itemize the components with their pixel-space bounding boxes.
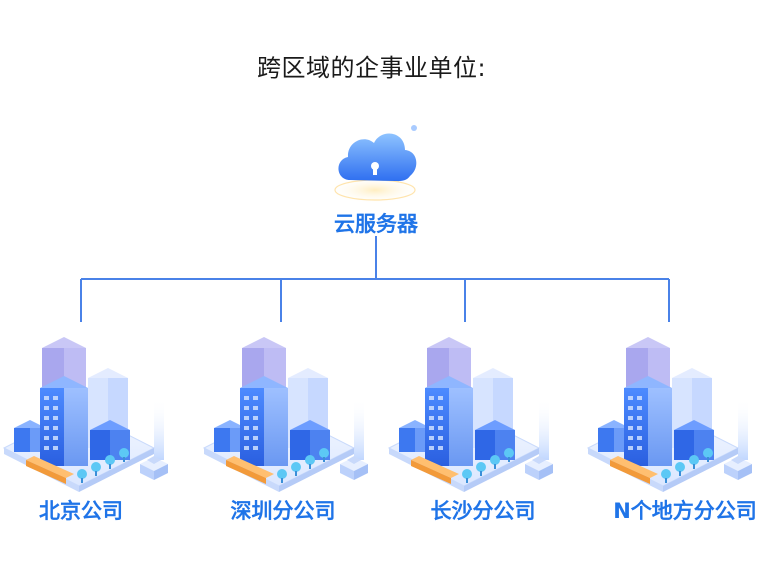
connector-lines	[80, 236, 670, 322]
branch-label-changsha: 长沙分公司	[430, 499, 536, 523]
cloud-lock-icon	[338, 125, 417, 182]
branch-building-icon-3	[388, 336, 554, 493]
branch-label-others: N个地方分公司	[613, 499, 757, 523]
branch-label-shenzhen: 深圳分公司	[230, 499, 336, 523]
cloud-glow	[327, 176, 423, 204]
branch-building-icon-1	[3, 336, 169, 493]
page-title: 跨区域的企事业单位:	[0, 48, 773, 83]
cloud-server-label: 云服务器	[334, 212, 418, 236]
branch-building-icon-2	[203, 336, 369, 493]
branch-building-icon-4	[587, 336, 753, 493]
branch-label-beijing: 北京公司	[39, 499, 123, 523]
page-title-text: 跨区域的企事业单位:	[256, 54, 487, 82]
